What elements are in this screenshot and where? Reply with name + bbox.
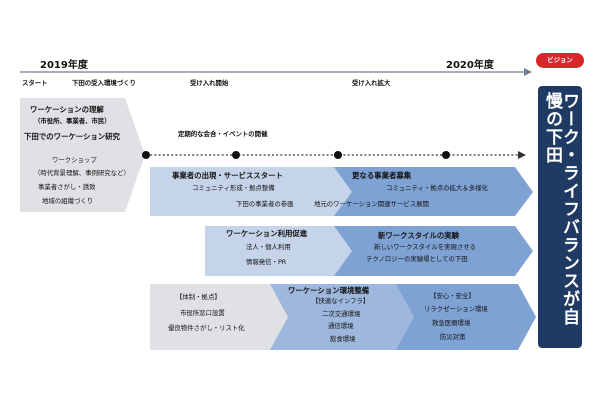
milestone-start: スタート — [22, 79, 48, 87]
row3-col2-item: 飲食環境 — [330, 335, 356, 343]
row1-left-title: 事業者の出現・サービススタート — [172, 171, 283, 180]
row2-left-item: 情報発信・PR — [246, 258, 287, 266]
prep-item: （時代背景理解、事例研究など） — [34, 169, 130, 177]
timeline-dot — [232, 151, 240, 159]
row3-col1-shape — [150, 284, 296, 350]
row3-col2-head: 【快適なインフラ】 — [312, 297, 370, 305]
row1-right-item: コミュニティ・拠点の拡大＆多様化 — [386, 184, 488, 192]
row2-left-item: 法人・個人利用 — [246, 243, 291, 251]
row2-right-item: 新しいワークスタイルを実現させる — [374, 243, 477, 251]
year-end: 2020年度 — [446, 60, 494, 71]
milestone-acceptance-expand: 受け入れ拡大 — [352, 79, 391, 87]
row3-col2-shape — [270, 284, 422, 350]
prep-item: 事業者さがし・誘致 — [38, 183, 96, 191]
row3-col3-item: 防災対策 — [440, 333, 466, 341]
row3-col2-item: 通信環境 — [328, 322, 354, 330]
row3-col3-head: 【安心・安全】 — [430, 292, 475, 300]
prep-title-2: 下田でのワーケーション研究 — [24, 132, 120, 141]
top-timeline-arrowhead — [524, 68, 532, 76]
vision-column-shape — [538, 86, 582, 348]
row1-left-arrow — [150, 167, 370, 216]
row3-title: ワーケーション環境整備 — [288, 286, 370, 295]
row2-right-arrow — [334, 226, 533, 276]
prep-item: ワークショップ — [52, 156, 97, 164]
row3-col1-item: 優良物件さがし・リスト化 — [168, 324, 245, 332]
prep-title-1: ワーケーションの理解 — [30, 105, 104, 114]
mid-timeline-arrowhead — [518, 151, 526, 159]
vision-column: ワーク・ライフバランスが自慢の下田 — [538, 92, 582, 342]
row1-right-item: 地元のワーケーション関連サービス展開 — [314, 200, 429, 208]
timeline-dot — [442, 151, 450, 159]
row2-right-title: 新ワークスタイルの実験 — [378, 231, 460, 240]
year-start: 2019年度 — [40, 60, 88, 71]
prep-title-1-sub: （市役所、事業者、市民） — [34, 117, 111, 125]
row1-left-item: コミュニティ形成・拠点整備 — [192, 184, 275, 192]
row3-col3-item: 救急医療環境 — [432, 319, 471, 327]
vision-badge: ビジョン — [547, 56, 573, 64]
row1-right-arrow — [334, 167, 533, 216]
row3-col1-head: 【体制・拠点】 — [176, 293, 221, 301]
milestone-acceptance-start: 受け入れ開始 — [190, 79, 229, 87]
row3-col2-item: 二次交通環境 — [322, 310, 361, 318]
row1-left-item: 下田の事業者の参画 — [236, 200, 294, 208]
vision-text: ワーク・ライフバランスが自慢の下田 — [542, 92, 579, 326]
row3-col3-item: リラクゼーション環境 — [424, 305, 488, 313]
timeline-dot — [142, 151, 150, 159]
row3-col1-item: 市役所窓口設置 — [180, 309, 225, 317]
meeting-note: 定期的な会合・イベントの開催 — [178, 130, 268, 138]
row2-right-item: テクノロジーの実験場としての下田 — [366, 255, 468, 263]
milestone-preparation: 下田の受入環境づくり — [72, 79, 136, 87]
vision-badge-shape — [536, 53, 584, 68]
timeline-dot — [334, 151, 342, 159]
row1-right-title: 更なる事業者募集 — [352, 171, 412, 180]
row2-left-title: ワーケーション利用促進 — [226, 229, 308, 238]
prep-item: 地域の組織づくり — [42, 197, 94, 205]
row3-col3-shape — [396, 284, 536, 350]
row2-left-arrow — [205, 226, 368, 276]
prep-arrow-shape — [20, 98, 145, 212]
